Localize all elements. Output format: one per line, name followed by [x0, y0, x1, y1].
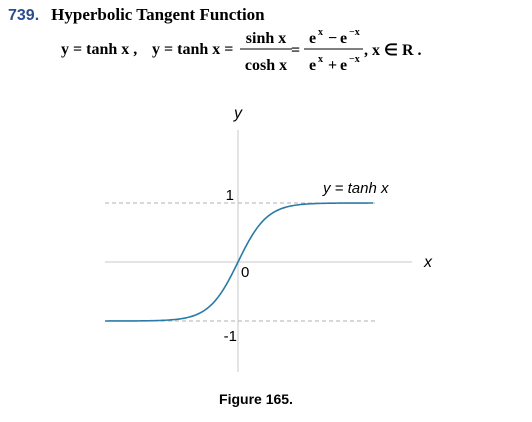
fraction2-denominator-sup1: x — [318, 54, 323, 65]
formula-lhs1: y = tanh x , — [61, 41, 137, 58]
fraction2-numerator-op: − — [328, 30, 337, 47]
tick-label-minus-1: -1 — [224, 328, 237, 345]
y-axis-label: y — [233, 105, 243, 122]
fraction1-numerator: sinh x — [246, 30, 286, 47]
origin-label: 0 — [241, 264, 249, 281]
fraction2-denominator-sup2: −x — [349, 54, 360, 65]
problem-title: Hyperbolic Tangent Function — [51, 5, 265, 24]
figure-caption: Figure 165. — [219, 391, 293, 407]
fraction2-numerator-sup2: −x — [349, 27, 360, 38]
fraction2-numerator-e2: e — [340, 30, 347, 47]
fraction2-denominator-e1: e — [309, 57, 316, 74]
x-axis-label: x — [423, 254, 433, 271]
formula-domain: , x ∈ R . — [364, 42, 422, 59]
formula-lhs2: y = tanh x = — [152, 41, 233, 58]
problem-heading: 739. Hyperbolic Tangent Function — [8, 5, 265, 25]
fraction2-numerator-e1: e — [309, 30, 316, 47]
tanh-graph: y x 1 -1 0 y = tanh x — [105, 105, 433, 372]
problem-number: 739. — [8, 7, 40, 24]
fraction2-denominator-op: + — [328, 57, 337, 74]
formula-equals: = — [291, 42, 300, 59]
curve-label: y = tanh x — [322, 180, 389, 197]
tanh-curve — [105, 202, 373, 322]
tick-label-1: 1 — [226, 187, 234, 204]
fraction1-denominator: cosh x — [245, 57, 287, 74]
fraction2-numerator-sup1: x — [318, 27, 323, 38]
fraction2-denominator-e2: e — [340, 57, 347, 74]
